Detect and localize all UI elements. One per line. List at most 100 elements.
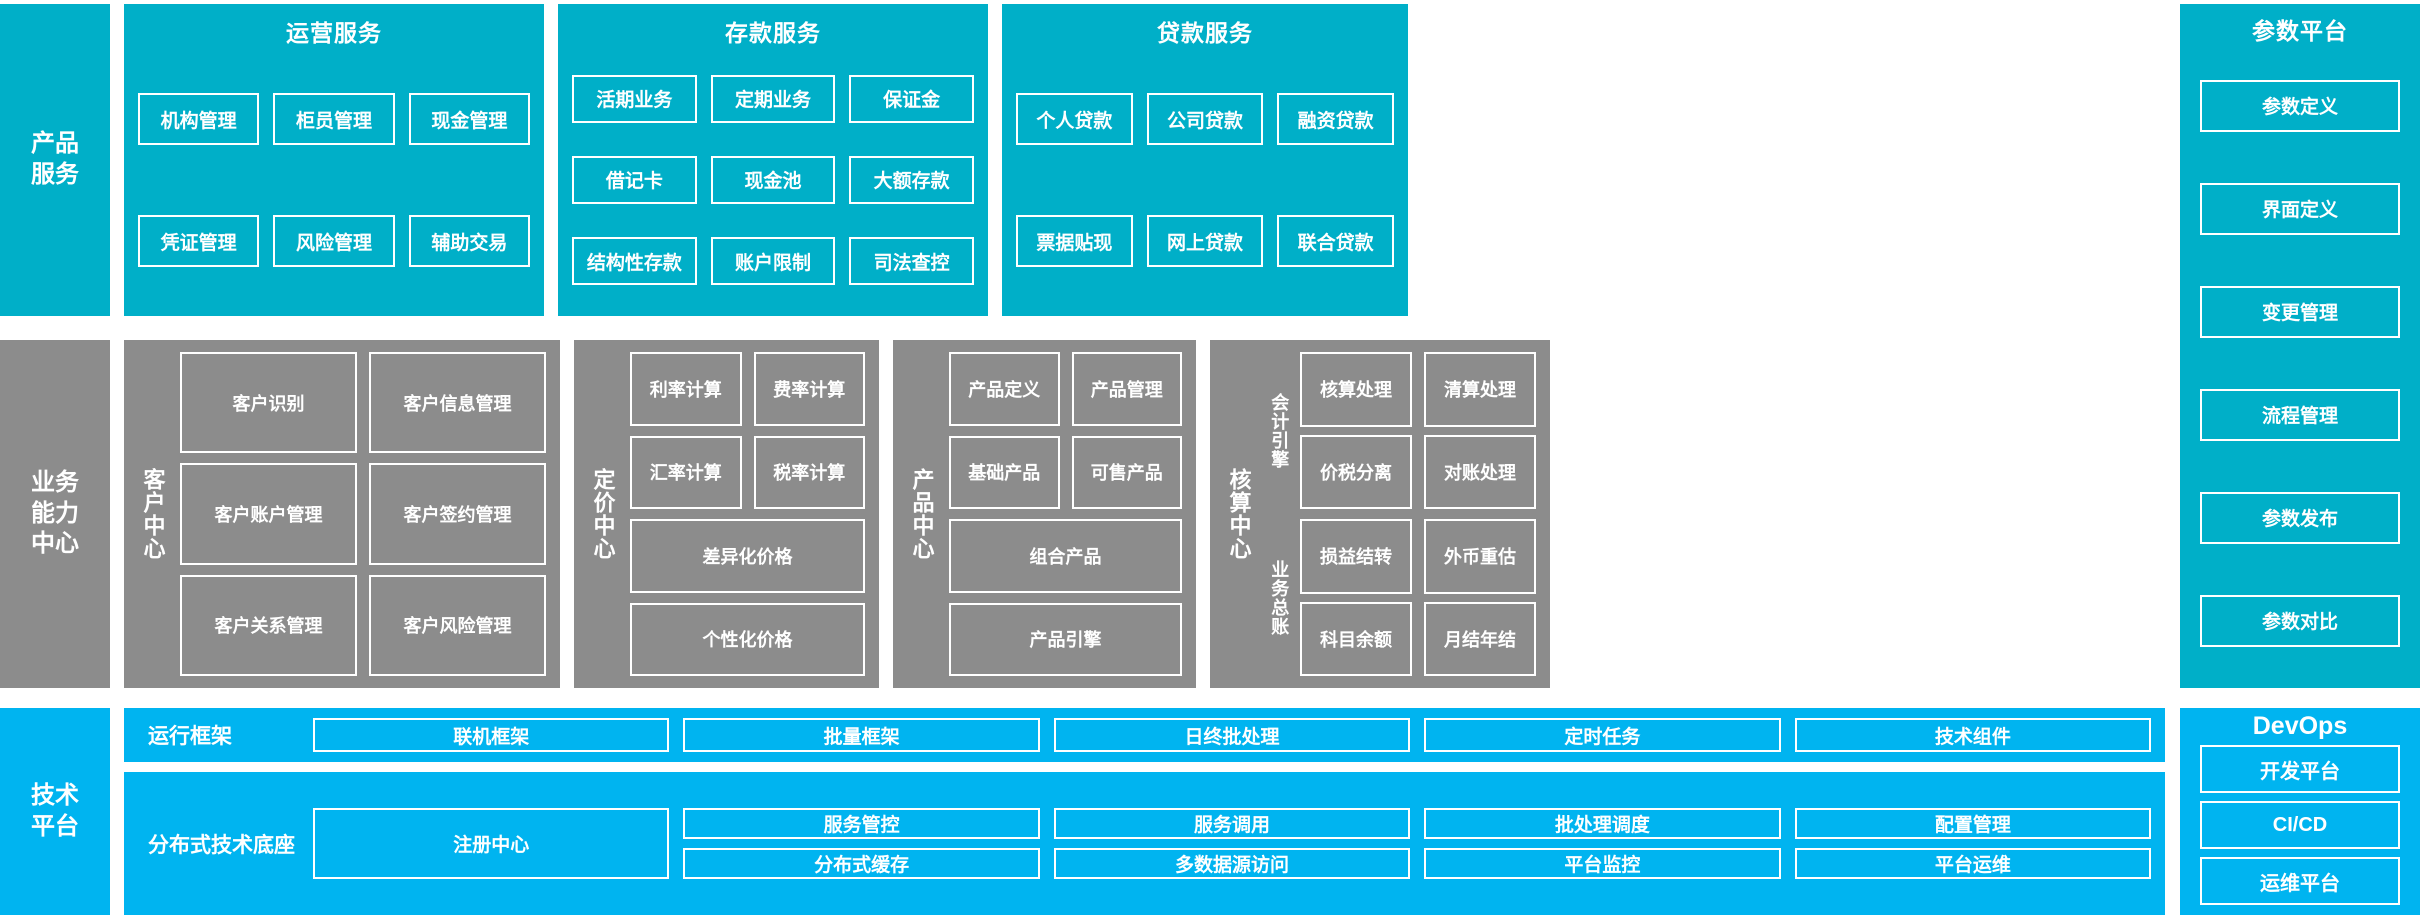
tech-tile-row: 联机框架 批量框架 日终批处理 定时任务 技术组件	[313, 718, 2152, 752]
rail-item[interactable]: 变更管理	[2200, 285, 2400, 338]
center-row: 客户关系管理 客户风险管理	[180, 574, 546, 676]
capability-tile[interactable]: 产品管理	[1071, 352, 1182, 426]
layer-label-product-service: 产品 服务	[0, 4, 110, 316]
center-tile-rows: 产品定义 产品管理 基础产品 可售产品 组合产品 产品引擎	[939, 352, 1182, 676]
capability-tile[interactable]: 产品定义	[949, 352, 1060, 426]
service-tile[interactable]: 账户限制	[710, 237, 836, 286]
tech-tile[interactable]: 配置管理	[1794, 808, 2152, 839]
service-group-operations: 运营服务 机构管理 柜员管理 现金管理 凭证管理 风险管理 辅助交易	[124, 4, 544, 316]
capability-tile[interactable]: 客户签约管理	[369, 463, 546, 565]
capability-tile[interactable]: 客户信息管理	[369, 352, 546, 454]
center-row: 组合产品	[949, 519, 1182, 593]
rail-item-list: 参数定义 界面定义 变更管理 流程管理 参数发布 参数对比	[2200, 54, 2400, 672]
service-row: 活期业务 定期业务 保证金	[572, 74, 975, 123]
rail-item[interactable]: 参数定义	[2200, 79, 2400, 132]
capability-tile[interactable]: 客户风险管理	[369, 574, 546, 676]
center-row: 个性化价格	[630, 602, 865, 676]
capability-tile[interactable]: 外币重估	[1424, 519, 1536, 594]
capability-tile[interactable]: 核算处理	[1300, 352, 1412, 427]
tech-tile[interactable]: 批量框架	[683, 718, 1040, 752]
service-tile[interactable]: 票据贴现	[1016, 215, 1133, 267]
tech-tile[interactable]: 多数据源访问	[1053, 848, 1411, 879]
accounting-subgroup-engine: 会计引擎 核算处理 清算处理 价税分离 对账处理	[1264, 352, 1536, 509]
service-tile[interactable]: 大额存款	[849, 155, 975, 204]
service-tile[interactable]: 结构性存款	[572, 237, 697, 286]
tech-tile[interactable]: 联机框架	[313, 718, 670, 752]
tech-tile[interactable]: 服务管控	[683, 808, 1040, 839]
service-tile[interactable]: 融资贷款	[1277, 93, 1395, 145]
rail-item[interactable]: 参数对比	[2200, 594, 2400, 647]
capability-tile[interactable]: 科目余额	[1300, 601, 1412, 676]
technical-strips: 运行框架 联机框架 批量框架 日终批处理 定时任务 技术组件 分布式技术底座 注…	[124, 708, 2165, 915]
capability-tile[interactable]: 产品引擎	[949, 602, 1182, 676]
service-tile[interactable]: 风险管理	[273, 215, 395, 267]
service-tile[interactable]: 个人贷款	[1016, 93, 1133, 145]
tech-tile-grid: 注册中心 服务管控 分布式缓存 服务调用 多数据源访问 批处理调度 平台监控	[313, 808, 2152, 879]
center-row: 利率计算 费率计算	[630, 352, 865, 426]
capability-tile[interactable]: 客户关系管理	[180, 574, 357, 676]
capability-tile[interactable]: 清算处理	[1424, 352, 1536, 427]
capability-tile[interactable]: 组合产品	[949, 519, 1182, 593]
service-tile[interactable]: 现金管理	[408, 93, 530, 145]
tech-strip-title: 运行框架	[148, 725, 232, 748]
tech-tile[interactable]: 服务调用	[1053, 808, 1411, 839]
rail-item[interactable]: 开发平台	[2200, 745, 2400, 793]
tech-tile[interactable]: 分布式缓存	[683, 848, 1040, 879]
capability-tile[interactable]: 月结年结	[1424, 601, 1536, 676]
capability-tile[interactable]: 利率计算	[630, 352, 742, 426]
rail-item[interactable]: 流程管理	[2200, 388, 2400, 441]
service-tile-rows: 个人贷款 公司贷款 融资贷款 票据贴现 网上贷款 联合贷款	[1016, 58, 1395, 302]
service-tile[interactable]: 公司贷款	[1146, 93, 1264, 145]
service-tile[interactable]: 借记卡	[572, 155, 697, 204]
center-row: 科目余额 月结年结	[1300, 601, 1536, 676]
tech-tile[interactable]: 技术组件	[1794, 718, 2152, 752]
service-tile[interactable]: 活期业务	[572, 74, 697, 123]
capability-tile[interactable]: 差异化价格	[630, 519, 865, 593]
capability-tile[interactable]: 客户识别	[180, 352, 357, 454]
service-tile[interactable]: 网上贷款	[1146, 215, 1264, 267]
center-vertical-label: 核算中心	[1226, 468, 1252, 560]
capability-tile[interactable]: 对账处理	[1424, 434, 1536, 509]
service-tile[interactable]: 辅助交易	[408, 215, 530, 267]
service-tile[interactable]: 司法查控	[849, 237, 975, 286]
center-vertical-label: 定价中心	[590, 468, 616, 560]
tech-strip-distributed-base: 分布式技术底座 注册中心 服务管控 分布式缓存 服务调用 多数据源访问 批处理调…	[124, 772, 2165, 915]
capability-tile[interactable]: 可售产品	[1071, 435, 1182, 509]
tech-tile[interactable]: 平台监控	[1424, 848, 1781, 879]
tech-tile[interactable]: 批处理调度	[1424, 808, 1781, 839]
capability-tile[interactable]: 损益结转	[1300, 519, 1412, 594]
service-group-loan: 贷款服务 个人贷款 公司贷款 融资贷款 票据贴现 网上贷款 联合贷款	[1002, 4, 1408, 316]
service-tile[interactable]: 保证金	[849, 74, 975, 123]
service-tile[interactable]: 机构管理	[138, 93, 260, 145]
rail-item[interactable]: 参数发布	[2200, 491, 2400, 544]
service-row: 结构性存款 账户限制 司法查控	[572, 237, 975, 286]
accounting-subgroups: 会计引擎 核算处理 清算处理 价税分离 对账处理	[1256, 352, 1536, 676]
tech-tile[interactable]: 注册中心	[313, 808, 670, 879]
rail-item[interactable]: 运维平台	[2200, 857, 2400, 905]
tech-tile[interactable]: 日终批处理	[1053, 718, 1411, 752]
center-row: 汇率计算 税率计算	[630, 435, 865, 509]
capability-tile[interactable]: 费率计算	[753, 352, 865, 426]
capability-center-accounting: 核算中心 会计引擎 核算处理 清算处理 价税分离 对账处理	[1210, 340, 1550, 688]
capability-tile[interactable]: 价税分离	[1300, 434, 1412, 509]
service-tile[interactable]: 凭证管理	[138, 215, 260, 267]
service-group-title: 贷款服务	[1157, 20, 1253, 46]
service-tile[interactable]: 现金池	[710, 155, 836, 204]
service-tile[interactable]: 联合贷款	[1277, 215, 1395, 267]
service-tile[interactable]: 定期业务	[710, 74, 836, 123]
center-tile-rows: 客户识别 客户信息管理 客户账户管理 客户签约管理 客户关系管理 客户风险管理	[170, 352, 546, 676]
center-row: 客户账户管理 客户签约管理	[180, 463, 546, 565]
tech-tile[interactable]: 定时任务	[1424, 718, 1781, 752]
capability-tile[interactable]: 基础产品	[949, 435, 1060, 509]
capability-tile[interactable]: 客户账户管理	[180, 463, 357, 565]
capability-center-product: 产品中心 产品定义 产品管理 基础产品 可售产品 组合产品 产品引擎	[893, 340, 1196, 688]
tech-tile[interactable]: 平台运维	[1794, 848, 2152, 879]
rail-item[interactable]: CI/CD	[2200, 801, 2400, 849]
service-tile[interactable]: 柜员管理	[273, 93, 395, 145]
tech-tile-wide-wrapper: 注册中心	[313, 808, 670, 879]
capability-tile[interactable]: 税率计算	[753, 435, 865, 509]
capability-tile[interactable]: 汇率计算	[630, 435, 742, 509]
rail-item[interactable]: 界面定义	[2200, 182, 2400, 235]
capability-tile[interactable]: 个性化价格	[630, 602, 865, 676]
